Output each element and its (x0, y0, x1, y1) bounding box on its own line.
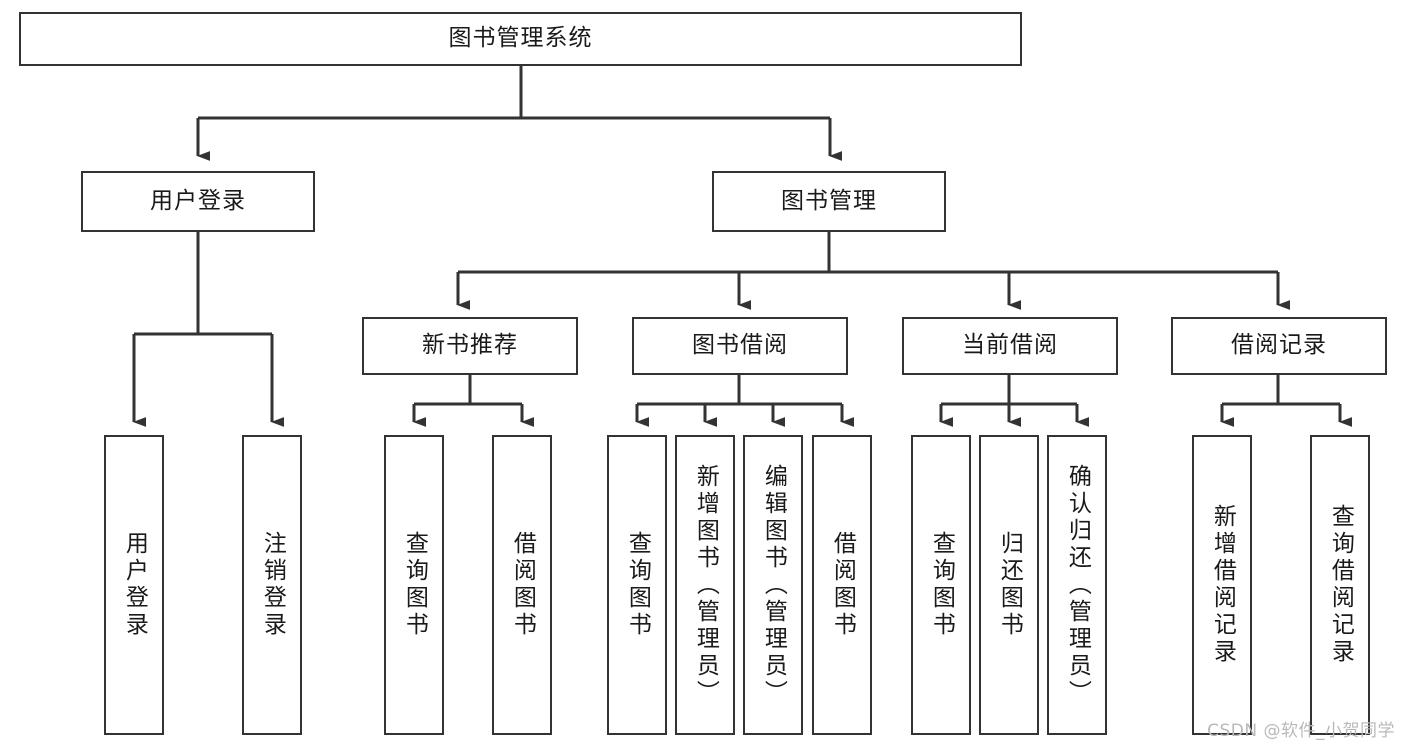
leaf-book-borrow-query[interactable]: 查询图书 (607, 435, 667, 735)
node-borrow-record-label: 借阅记录 (1231, 332, 1327, 359)
leaf-label: 新增图书（管理员） (692, 463, 719, 707)
leaf-label: 借阅图书 (829, 531, 856, 639)
node-user-login[interactable]: 用户登录 (81, 171, 315, 232)
node-book-management-label: 图书管理 (781, 187, 877, 214)
leaf-label: 注销登录 (259, 531, 286, 639)
leaf-current-borrow-confirm[interactable]: 确认归还（管理员） (1047, 435, 1107, 735)
leaf-user-login-logout[interactable]: 注销登录 (242, 435, 302, 735)
leaf-label: 查询借阅记录 (1327, 504, 1354, 666)
leaf-borrow-record-add[interactable]: 新增借阅记录 (1192, 435, 1252, 735)
leaf-current-borrow-query[interactable]: 查询图书 (911, 435, 971, 735)
leaf-borrow-record-query[interactable]: 查询借阅记录 (1310, 435, 1370, 735)
node-root[interactable]: 图书管理系统 (19, 12, 1022, 66)
leaf-label: 编辑图书（管理员） (760, 463, 787, 707)
leaf-new-book-query[interactable]: 查询图书 (384, 435, 444, 735)
node-new-book-recommend-label: 新书推荐 (422, 332, 518, 359)
node-current-borrow[interactable]: 当前借阅 (902, 317, 1118, 375)
node-root-label: 图书管理系统 (448, 25, 593, 52)
leaf-label: 确认归还（管理员） (1064, 463, 1091, 707)
leaf-label: 用户登录 (121, 531, 148, 639)
leaf-label: 查询图书 (928, 531, 955, 639)
leaf-new-book-borrow[interactable]: 借阅图书 (492, 435, 552, 735)
leaf-user-login-login[interactable]: 用户登录 (104, 435, 164, 735)
watermark: CSDN @软件_小贺同学 (1207, 721, 1395, 741)
leaf-book-borrow-add[interactable]: 新增图书（管理员） (675, 435, 735, 735)
leaf-current-borrow-return[interactable]: 归还图书 (979, 435, 1039, 735)
leaf-book-borrow-edit[interactable]: 编辑图书（管理员） (743, 435, 803, 735)
leaf-label: 查询图书 (401, 531, 428, 639)
leaf-label: 查询图书 (624, 531, 651, 639)
node-book-borrow-label: 图书借阅 (692, 332, 788, 359)
node-current-borrow-label: 当前借阅 (962, 332, 1058, 359)
node-new-book-recommend[interactable]: 新书推荐 (362, 317, 578, 375)
leaf-label: 借阅图书 (509, 531, 536, 639)
node-book-borrow[interactable]: 图书借阅 (632, 317, 848, 375)
leaf-book-borrow-borrow[interactable]: 借阅图书 (812, 435, 872, 735)
node-borrow-record[interactable]: 借阅记录 (1171, 317, 1387, 375)
node-book-management[interactable]: 图书管理 (712, 171, 946, 232)
leaf-label: 新增借阅记录 (1209, 504, 1236, 666)
leaf-label: 归还图书 (996, 531, 1023, 639)
node-user-login-label: 用户登录 (150, 187, 246, 214)
